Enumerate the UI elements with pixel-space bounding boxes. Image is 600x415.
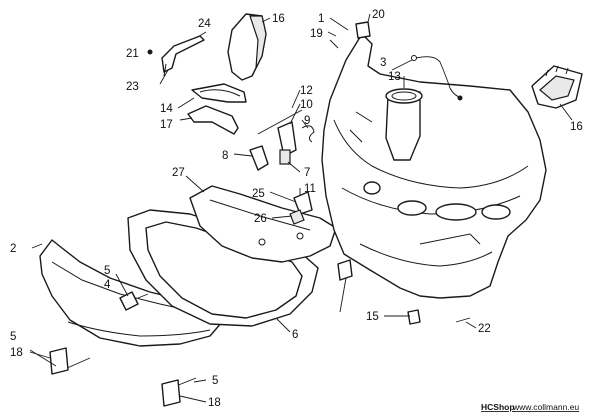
part-6-inner-frame-panel (127, 209, 319, 327)
callout-2: 2 (10, 243, 16, 255)
callout-8: 8 (222, 150, 228, 162)
part-10-lock-barrel (277, 121, 297, 157)
part-7-lock-cylinder (279, 149, 291, 165)
leader-lines (29, 13, 573, 403)
callout-20: 20 (372, 9, 385, 21)
callout-4: 4 (104, 279, 111, 291)
part-26-nut (289, 209, 305, 225)
callout-7: 7 (304, 167, 310, 179)
part-16-top-cover (227, 13, 267, 81)
callout-16-right: 16 (570, 121, 583, 133)
callout-11: 11 (304, 183, 316, 195)
callout-19: 19 (310, 28, 323, 40)
callout-1: 1 (318, 13, 324, 25)
callout-15: 15 (366, 311, 379, 323)
part-14-hook (191, 83, 247, 103)
callout-21: 21 (126, 48, 139, 60)
part-20-clip (355, 21, 371, 39)
part-27-inner-panel (189, 185, 337, 263)
callout-24: 24 (198, 18, 211, 30)
callout-27: 27 (172, 167, 185, 179)
footer-url: www.collmann.eu (512, 402, 579, 412)
callout-17: 17 (160, 119, 173, 131)
part-9-spring (301, 125, 315, 143)
callout-12: 12 (300, 85, 313, 97)
footer-credit: HCShop www.collmann.eu (481, 402, 579, 412)
part-3-cable (411, 55, 463, 101)
part-18-clip-bottom (161, 379, 181, 407)
part-15-clip (337, 259, 421, 325)
callout-14: 14 (160, 103, 173, 115)
callout-numbers: 1 20 16 19 3 13 16 24 21 23 14 17 12 10 … (10, 9, 583, 409)
callout-25: 25 (252, 188, 265, 200)
callout-16-top: 16 (272, 13, 285, 25)
part-8-spring-clip (249, 145, 269, 171)
callout-22: 22 (478, 323, 491, 335)
callout-10: 10 (300, 99, 313, 111)
callout-5-mid: 5 (104, 265, 110, 277)
part-24-bracket (161, 35, 205, 77)
part-19-screw (329, 39, 339, 49)
callout-18-bottom: 18 (208, 397, 221, 409)
callout-3: 3 (380, 57, 386, 69)
callout-13: 13 (388, 71, 401, 83)
callout-6: 6 (292, 329, 298, 341)
callout-5-left: 5 (10, 331, 16, 343)
callout-5-bottom: 5 (212, 375, 218, 387)
callout-26: 26 (254, 213, 267, 225)
part-4-nut (119, 291, 139, 311)
footer-brand: HCShop (481, 402, 515, 412)
part-17-bracket-plate (187, 105, 239, 135)
callout-18-left: 18 (10, 347, 23, 359)
part-1-front-body (321, 33, 547, 299)
part-16-light-assembly (531, 65, 583, 109)
callout-23: 23 (126, 81, 139, 93)
part-25-bracket (293, 191, 313, 215)
part-22-screw (455, 317, 471, 323)
part-18-clip-left (49, 347, 69, 375)
part-13-glovebox-tube (385, 88, 423, 161)
callout-9: 9 (304, 115, 310, 127)
